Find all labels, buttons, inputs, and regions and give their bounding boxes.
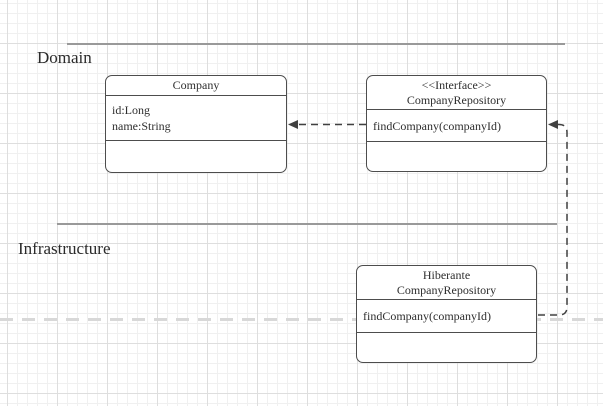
infrastructure-lane-label[interactable]: Infrastructure [18, 239, 111, 258]
class-empty-section [357, 333, 536, 362]
dependency-arrow-interface-to-company[interactable] [288, 120, 366, 129]
class-title-text-line1: Hiberante [422, 267, 471, 282]
domain-lane-label[interactable]: Domain [37, 48, 92, 67]
left-arrowhead-icon [288, 120, 298, 129]
class-box-company[interactable]: Company id:Long name:String [105, 75, 287, 173]
domain-separator-line[interactable] [67, 43, 565, 45]
method-line: findCompany(companyId) [363, 309, 491, 323]
left-arrowhead-icon [548, 120, 558, 129]
attribute-line: name:String [112, 119, 171, 133]
class-attributes: id:Long name:String [106, 96, 286, 141]
stereotype-text: <<Interface>> [421, 77, 492, 92]
class-methods: findCompany(companyId) [357, 300, 536, 333]
class-empty-section [106, 141, 286, 172]
class-empty-section [367, 142, 546, 171]
infrastructure-separator-line[interactable] [57, 223, 557, 225]
class-title: Company [106, 76, 286, 96]
class-title-text: Company [172, 78, 220, 92]
class-box-company-repository-interface[interactable]: <<Interface>> CompanyRepository findComp… [366, 75, 547, 172]
class-box-hibernate-company-repository[interactable]: Hiberante CompanyRepository findCompany(… [356, 265, 537, 363]
class-methods: findCompany(companyId) [367, 110, 546, 142]
class-title-text-line2: CompanyRepository [396, 282, 497, 297]
class-title: <<Interface>> CompanyRepository [367, 76, 546, 110]
class-title: Hiberante CompanyRepository [357, 266, 536, 300]
method-line: findCompany(companyId) [373, 118, 501, 133]
attribute-line: id:Long [112, 103, 150, 117]
class-title-text: CompanyRepository [406, 92, 507, 107]
